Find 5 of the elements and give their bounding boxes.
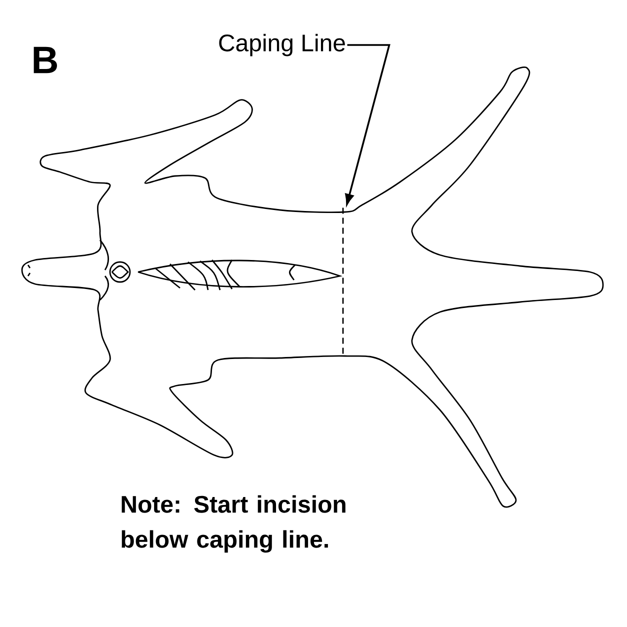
caping-line (342, 208, 344, 356)
note-text: Note: Start incision below caping line. (122, 495, 346, 553)
callout-label: Caping Line (219, 34, 345, 56)
panel-letter: B (34, 46, 57, 74)
leader-line (345, 44, 390, 205)
